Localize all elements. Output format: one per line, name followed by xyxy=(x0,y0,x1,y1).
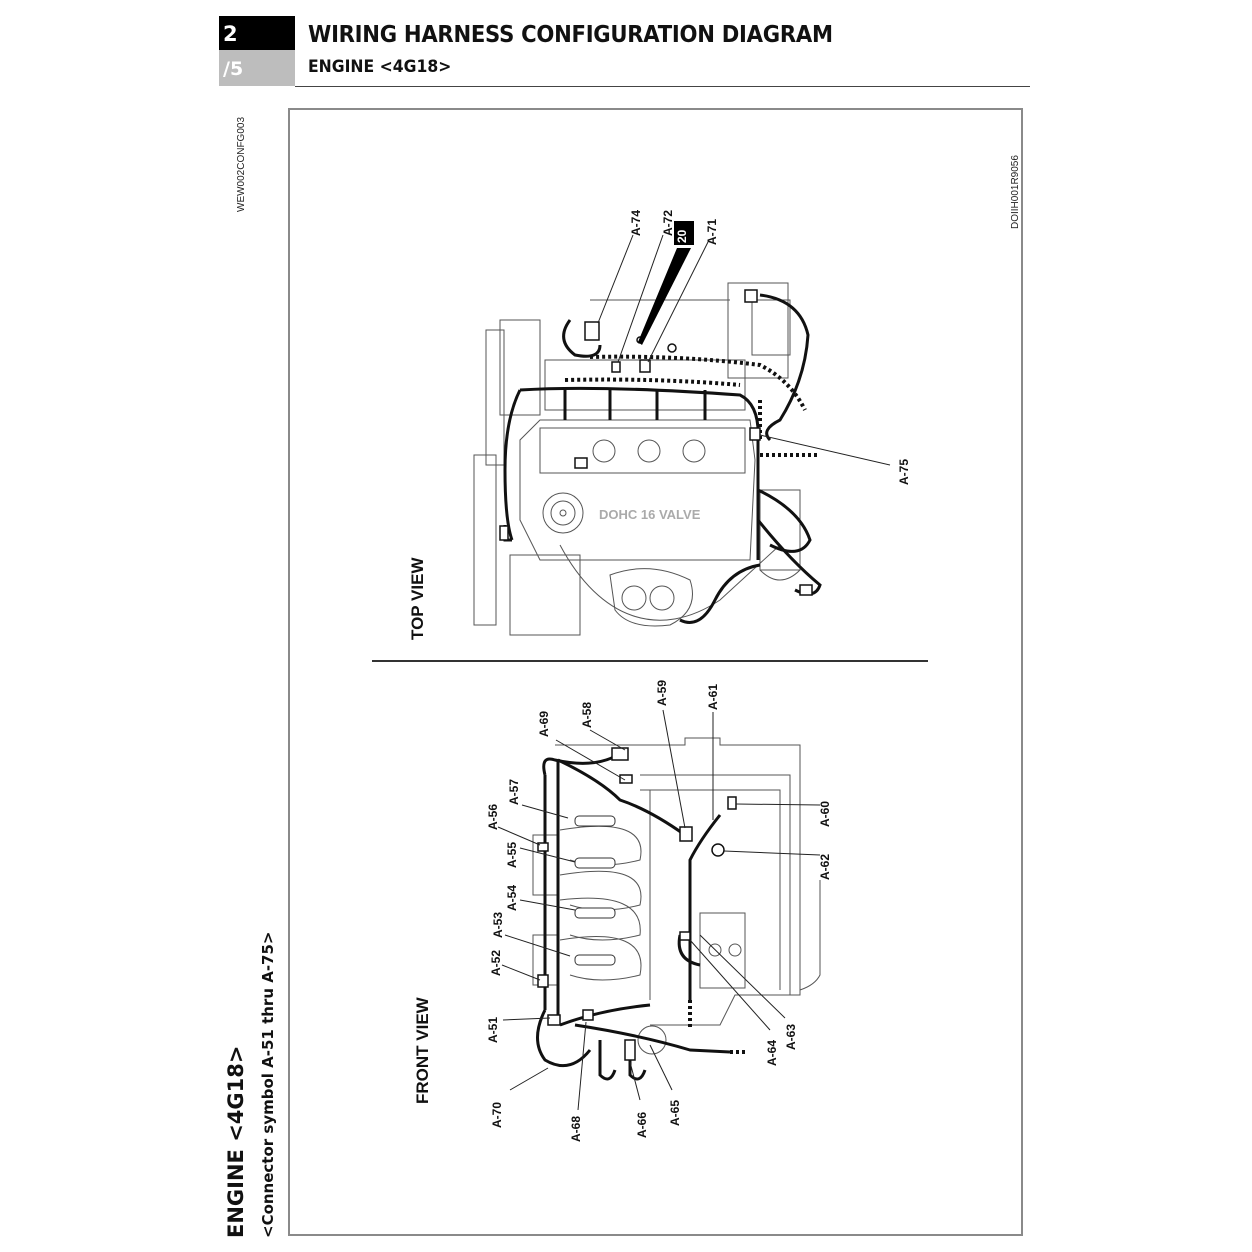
connector-label-a-55: A-55 xyxy=(505,841,519,868)
page-title: WIRING HARNESS CONFIGURATION DIAGRAM xyxy=(308,22,833,48)
side-caption-title: ENGINE <4G18> xyxy=(224,1045,248,1238)
side-caption-subtitle: <Connector symbol A-51 thru A-75> xyxy=(259,931,277,1239)
diagram-frame xyxy=(288,108,1023,1236)
section-number-box xyxy=(219,16,295,50)
header-divider xyxy=(295,86,1030,87)
connector-label-a-65: A-65 xyxy=(668,1099,682,1126)
connector-label-a-66: A-66 xyxy=(635,1111,649,1138)
connector-label-a-57: A-57 xyxy=(507,778,521,805)
connector-label-a-52: A-52 xyxy=(489,949,503,976)
connector-label-a-64: A-64 xyxy=(765,1039,779,1066)
connector-label-a-58: A-58 xyxy=(580,701,594,728)
connector-label-a-59: A-59 xyxy=(655,679,669,706)
page-number: /5 xyxy=(223,58,244,80)
connector-label-a-56: A-56 xyxy=(486,803,500,830)
connector-label-a-61: A-61 xyxy=(706,683,720,710)
connector-label-a-70: A-70 xyxy=(490,1101,504,1128)
ground-point-number: 20 xyxy=(675,229,689,243)
front-view-label: FRONT VIEW xyxy=(413,997,432,1104)
ground-point-badge: 20 xyxy=(674,221,694,245)
connector-label-a-71: A-71 xyxy=(705,218,719,245)
connector-label-a-74: A-74 xyxy=(629,209,643,236)
connector-label-a-68: A-68 xyxy=(569,1115,583,1142)
view-divider xyxy=(372,660,928,662)
page-number-box xyxy=(219,50,295,86)
document-code-left: WEW002CONFG003 xyxy=(236,116,247,212)
page-subtitle: ENGINE <4G18> xyxy=(308,57,452,77)
connector-label-a-60: A-60 xyxy=(818,800,832,827)
connector-label-a-72: A-72 xyxy=(661,209,675,236)
connector-label-a-54: A-54 xyxy=(505,884,519,911)
connector-label-a-62: A-62 xyxy=(818,853,832,880)
connector-label-a-69: A-69 xyxy=(537,710,551,737)
connector-label-a-63: A-63 xyxy=(784,1023,798,1050)
section-number: 2 xyxy=(223,22,238,46)
top-view-label: TOP VIEW xyxy=(408,557,427,640)
connector-label-a-51: A-51 xyxy=(486,1016,500,1043)
connector-label-a-53: A-53 xyxy=(491,911,505,938)
connector-label-a-75: A-75 xyxy=(897,458,911,485)
